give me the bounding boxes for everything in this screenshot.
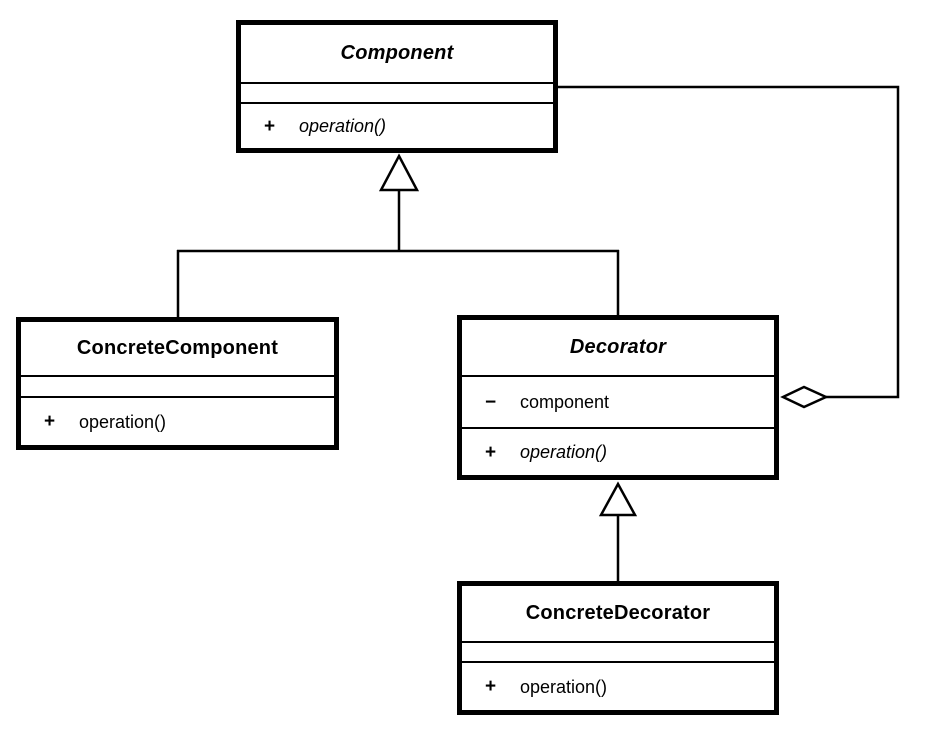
class-operations-section: + operation() xyxy=(462,661,774,710)
class-title-section: Component xyxy=(241,25,553,82)
class-box-concrete-component: ConcreteComponent + operation() xyxy=(16,317,339,450)
class-attributes-section xyxy=(21,375,334,396)
operation-row: + operation() xyxy=(21,412,334,431)
class-attributes-section xyxy=(462,641,774,661)
class-box-concrete-decorator: ConcreteDecorator + operation() xyxy=(457,581,779,715)
class-title-section: ConcreteComponent xyxy=(21,322,334,375)
class-title-section: Decorator xyxy=(462,320,774,375)
class-box-decorator: Decorator − component + operation() xyxy=(457,315,779,480)
inheritance-triangle-icon xyxy=(378,153,420,192)
visibility-minus-icon: − xyxy=(485,391,497,413)
operation-row: + operation() xyxy=(462,443,774,462)
aggregation-diamond-icon xyxy=(780,385,830,409)
class-attributes-section: − component xyxy=(462,375,774,427)
class-box-component: Component + operation() xyxy=(236,20,558,153)
class-title: Component xyxy=(340,42,454,64)
class-operations-section: + operation() xyxy=(21,396,334,445)
visibility-plus-icon: + xyxy=(44,411,56,432)
operation-signature: operation() xyxy=(299,116,387,136)
attribute-row: − component xyxy=(462,393,774,412)
attribute-name: component xyxy=(520,392,610,412)
class-operations-section: + operation() xyxy=(241,102,553,148)
class-title: Decorator xyxy=(569,336,667,358)
operation-signature: operation() xyxy=(520,676,608,697)
class-attributes-section xyxy=(241,82,553,102)
operation-row: + operation() xyxy=(241,117,553,136)
class-title: ConcreteDecorator xyxy=(525,602,711,624)
inheritance-triangle-icon xyxy=(598,481,638,517)
operation-signature: operation() xyxy=(520,442,608,462)
visibility-plus-icon: + xyxy=(485,676,497,697)
class-title-section: ConcreteDecorator xyxy=(462,586,774,641)
class-title: ConcreteComponent xyxy=(76,337,279,359)
visibility-plus-icon: + xyxy=(485,441,497,463)
visibility-plus-icon: + xyxy=(264,115,276,137)
operation-row: + operation() xyxy=(462,677,774,696)
class-operations-section: + operation() xyxy=(462,427,774,475)
operation-signature: operation() xyxy=(79,411,167,432)
